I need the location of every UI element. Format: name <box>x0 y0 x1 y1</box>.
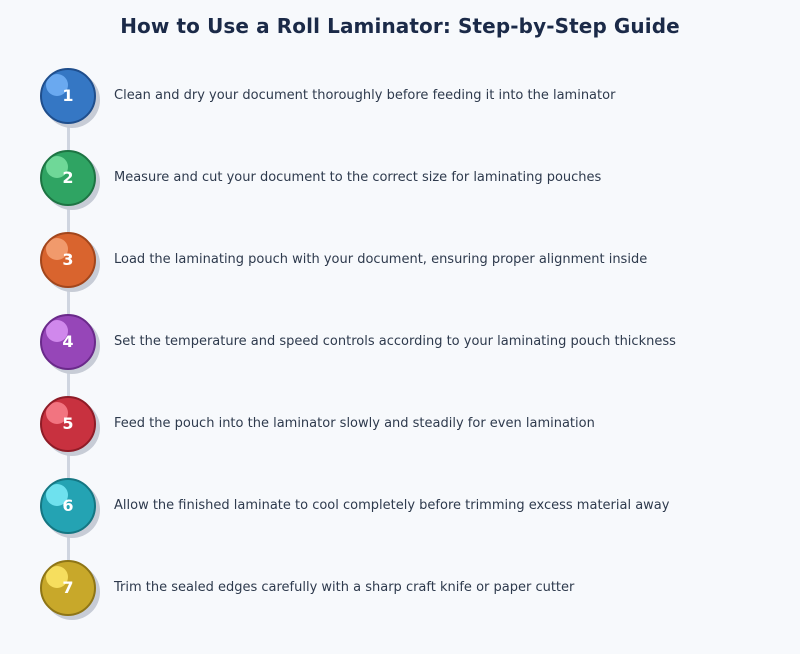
badge-highlight <box>46 402 68 424</box>
step-item: 5 Feed the pouch into the laminator slowl… <box>0 0 800 456</box>
badge-highlight <box>46 320 68 342</box>
step-number-badge: 6 <box>40 478 100 538</box>
step-number: 5 <box>62 414 74 433</box>
badge-circle-icon <box>40 396 96 452</box>
step-item: 1 Clean and dry your document thoroughly … <box>0 0 800 128</box>
step-number-badge: 4 <box>40 314 100 374</box>
badge-circle-icon <box>40 560 96 616</box>
step-number-badge: 7 <box>40 560 100 620</box>
badge-highlight <box>46 566 68 588</box>
badge-highlight <box>46 238 68 260</box>
step-number-badge: 5 <box>40 396 100 456</box>
step-number-badge: 3 <box>40 232 100 292</box>
step-description: Feed the pouch into the laminator slowly… <box>114 416 595 431</box>
step-description: Clean and dry your document thoroughly b… <box>114 88 616 103</box>
step-number: 7 <box>62 578 74 597</box>
step-number-badge: 1 <box>40 68 100 128</box>
step-item: 7 Trim the sealed edges carefully with a … <box>0 0 800 620</box>
step-number: 4 <box>62 332 74 351</box>
badge-circle-icon <box>40 478 96 534</box>
step-description: Trim the sealed edges carefully with a s… <box>114 580 575 595</box>
step-item: 4 Set the temperature and speed controls … <box>0 0 800 374</box>
badge-circle-icon <box>40 314 96 370</box>
step-description: Load the laminating pouch with your docu… <box>114 252 648 267</box>
step-item: 6 Allow the finished laminate to cool com… <box>0 0 800 538</box>
badge-circle-icon <box>40 150 96 206</box>
step-number-badge: 2 <box>40 150 100 210</box>
step-item: 3 Load the laminating pouch with your doc… <box>0 0 800 292</box>
step-description: Allow the finished laminate to cool comp… <box>114 498 670 513</box>
step-number: 1 <box>62 86 74 105</box>
badge-highlight <box>46 74 68 96</box>
badge-highlight <box>46 484 68 506</box>
step-number: 3 <box>62 250 74 269</box>
badge-circle-icon <box>40 232 96 288</box>
step-number: 6 <box>62 496 74 515</box>
page-title: How to Use a Roll Laminator: Step-by-Ste… <box>120 14 680 38</box>
step-item: 2 Measure and cut your document to the co… <box>0 0 800 210</box>
step-description: Measure and cut your document to the cor… <box>114 170 602 185</box>
badge-highlight <box>46 156 68 178</box>
step-number: 2 <box>62 168 74 187</box>
step-description: Set the temperature and speed controls a… <box>114 334 676 349</box>
badge-circle-icon <box>40 68 96 124</box>
